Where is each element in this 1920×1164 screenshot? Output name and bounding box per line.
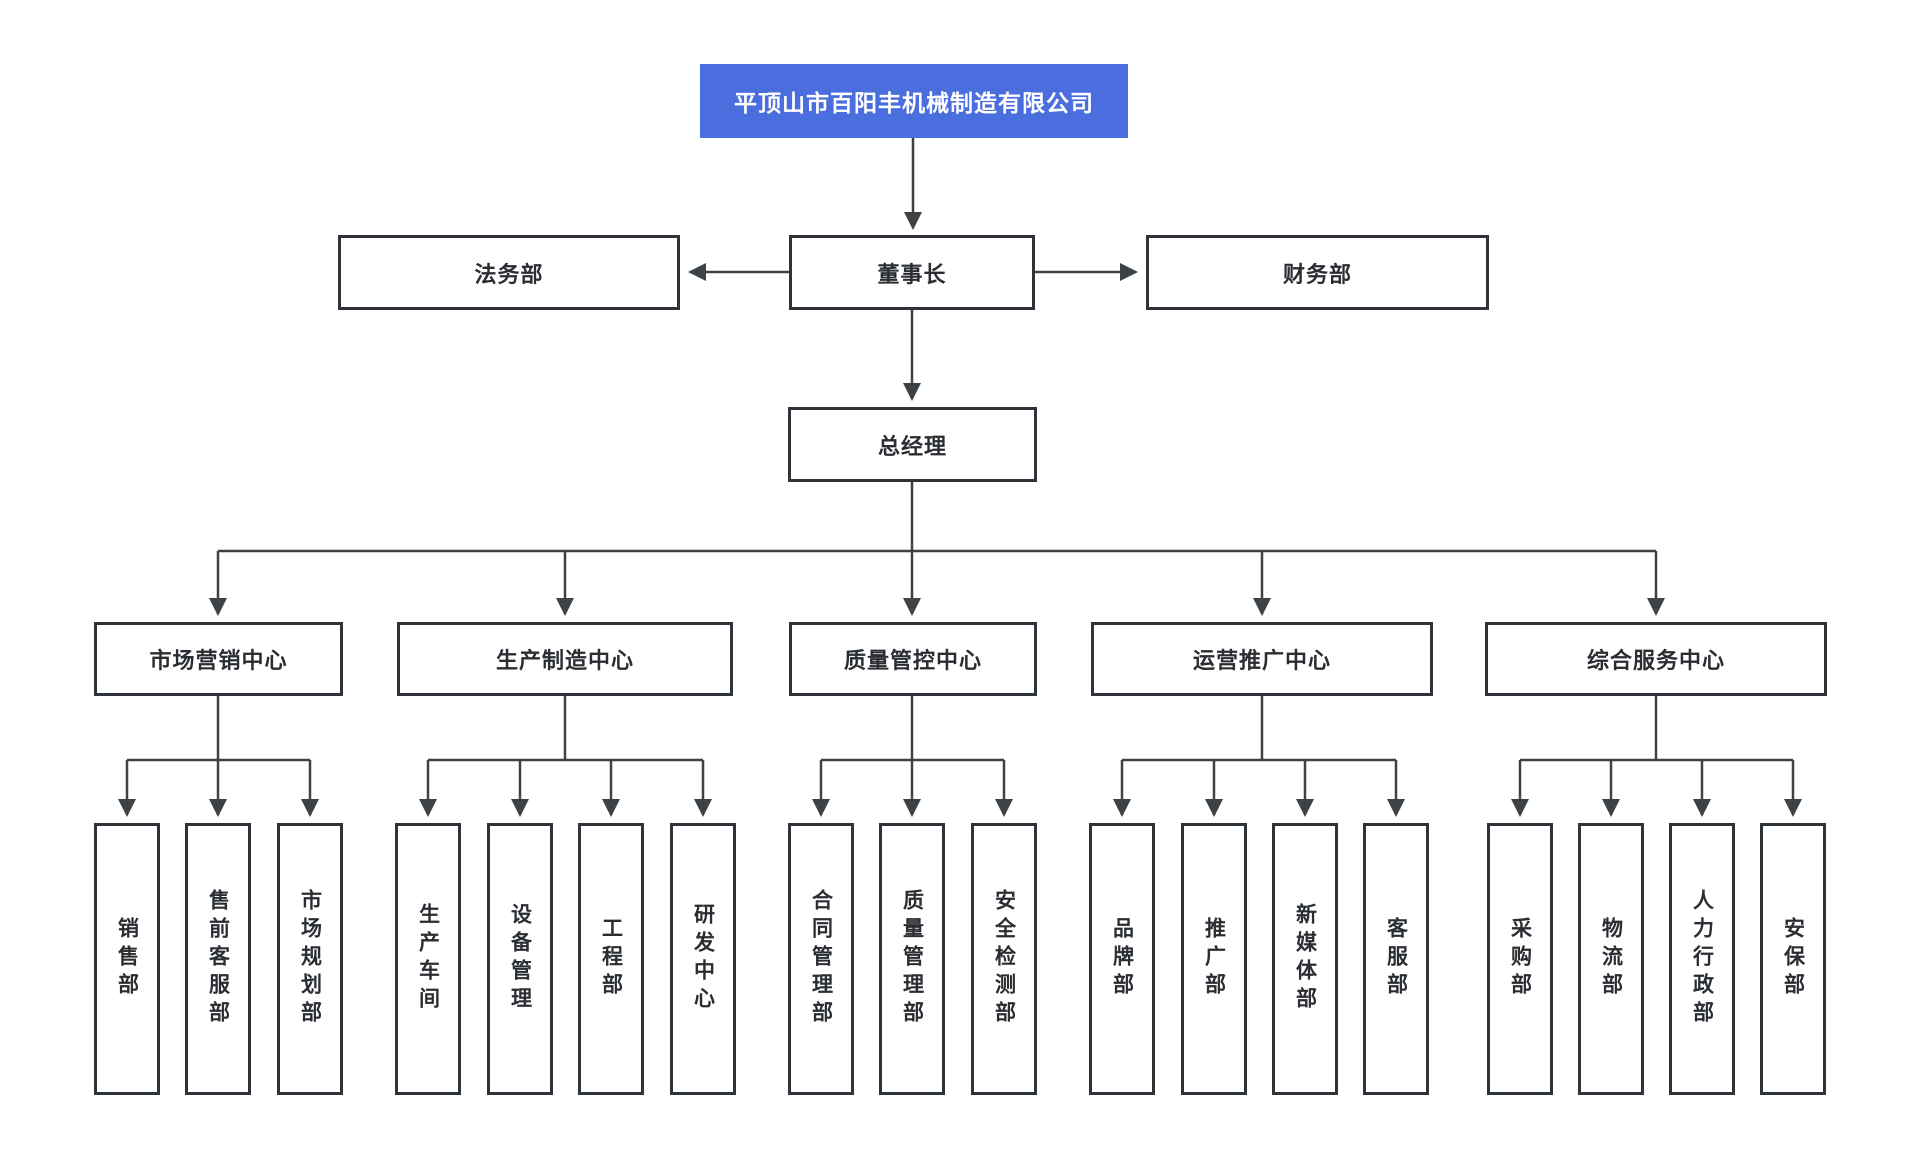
node-logistics-dept: 物流部 bbox=[1578, 823, 1644, 1095]
node-chairman: 董事长 bbox=[789, 235, 1035, 310]
dept-label: 工程部 bbox=[599, 917, 623, 1001]
node-general-manager: 总经理 bbox=[788, 407, 1037, 482]
center-label: 综合服务中心 bbox=[1586, 648, 1725, 673]
center-label: 运营推广中心 bbox=[1192, 648, 1331, 673]
node-brand-dept: 品牌部 bbox=[1089, 823, 1155, 1095]
dept-label: 推广部 bbox=[1202, 917, 1226, 1001]
dept-label: 品牌部 bbox=[1110, 917, 1134, 1001]
dept-label: 设备管理 bbox=[508, 903, 532, 1015]
node-purchasing-dept: 采购部 bbox=[1487, 823, 1553, 1095]
branch-connectors bbox=[118, 696, 1802, 817]
center-label: 生产制造中心 bbox=[495, 648, 634, 673]
dept-label: 客服部 bbox=[1384, 917, 1408, 1001]
dept-label: 质量管理部 bbox=[900, 889, 924, 1029]
node-customer-service-dept: 客服部 bbox=[1363, 823, 1429, 1095]
node-services-center: 综合服务中心 bbox=[1485, 622, 1827, 696]
dept-label: 研发中心 bbox=[691, 903, 715, 1015]
chairman-label: 董事长 bbox=[877, 261, 947, 287]
node-promotion-dept: 推广部 bbox=[1181, 823, 1247, 1095]
legal-dept-label: 法务部 bbox=[474, 261, 544, 287]
dept-label: 安全检测部 bbox=[992, 889, 1016, 1029]
dept-label: 生产车间 bbox=[416, 903, 440, 1015]
dept-label: 人力行政部 bbox=[1690, 889, 1714, 1029]
node-marketing-center: 市场营销中心 bbox=[94, 622, 343, 696]
node-sales-dept: 销售部 bbox=[94, 823, 160, 1095]
general-manager-label: 总经理 bbox=[877, 433, 947, 459]
node-operations-center: 运营推广中心 bbox=[1091, 622, 1433, 696]
dept-label: 新媒体部 bbox=[1293, 903, 1317, 1015]
node-equipment-management: 设备管理 bbox=[487, 823, 553, 1095]
node-finance-dept: 财务部 bbox=[1146, 235, 1489, 310]
node-market-planning-dept: 市场规划部 bbox=[277, 823, 343, 1095]
dept-label: 市场规划部 bbox=[298, 889, 322, 1029]
center-label: 市场营销中心 bbox=[149, 648, 288, 673]
node-hr-admin-dept: 人力行政部 bbox=[1669, 823, 1735, 1095]
node-security-dept: 安保部 bbox=[1760, 823, 1826, 1095]
company-name-label: 平顶山市百阳丰机械制造有限公司 bbox=[734, 90, 1094, 116]
trunk-connectors bbox=[209, 138, 1665, 616]
dept-label: 售前客服部 bbox=[206, 889, 230, 1029]
node-new-media-dept: 新媒体部 bbox=[1272, 823, 1338, 1095]
node-quality-management-dept: 质量管理部 bbox=[879, 823, 945, 1095]
node-production-workshop: 生产车间 bbox=[395, 823, 461, 1095]
node-company-root: 平顶山市百阳丰机械制造有限公司 bbox=[700, 64, 1128, 138]
center-label: 质量管控中心 bbox=[843, 648, 982, 673]
dept-label: 合同管理部 bbox=[809, 889, 833, 1029]
node-presales-service-dept: 售前客服部 bbox=[185, 823, 251, 1095]
node-contract-management-dept: 合同管理部 bbox=[788, 823, 854, 1095]
node-engineering-dept: 工程部 bbox=[578, 823, 644, 1095]
dept-label: 采购部 bbox=[1508, 917, 1532, 1001]
node-legal-dept: 法务部 bbox=[338, 235, 680, 310]
dept-label: 销售部 bbox=[115, 917, 139, 1001]
dept-label: 物流部 bbox=[1599, 917, 1623, 1001]
dept-label: 安保部 bbox=[1781, 917, 1805, 1001]
finance-dept-label: 财务部 bbox=[1282, 261, 1352, 287]
node-rd-center: 研发中心 bbox=[670, 823, 736, 1095]
node-quality-center: 质量管控中心 bbox=[789, 622, 1037, 696]
node-safety-inspection-dept: 安全检测部 bbox=[971, 823, 1037, 1095]
node-production-center: 生产制造中心 bbox=[397, 622, 733, 696]
